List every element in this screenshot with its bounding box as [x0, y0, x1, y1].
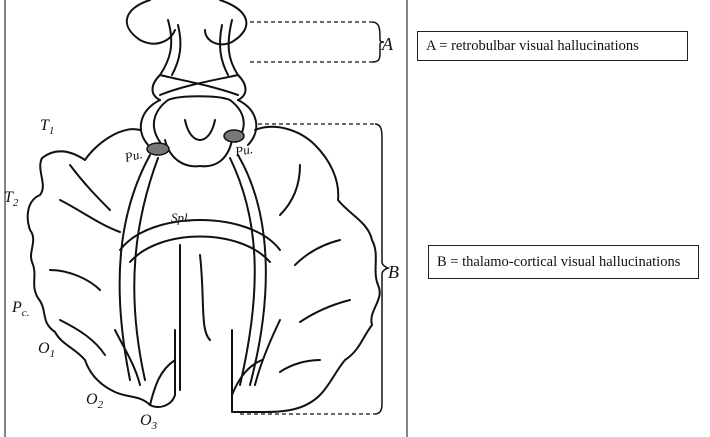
label-o3: O3: [140, 412, 158, 432]
optic-radiation-left-2: [133, 157, 159, 381]
label-o2: O2: [86, 391, 104, 411]
sulcus-right-4: [279, 359, 321, 373]
label-o1-main: O: [38, 340, 50, 357]
sulcus-right-3: [299, 299, 351, 323]
midbrain-notch: [184, 119, 216, 141]
legend-box-b: B = thalamo-cortical visual hallucinatio…: [428, 245, 699, 279]
label-pc-main: P: [11, 299, 22, 316]
right-globe: [204, 0, 248, 46]
label-t1-main: T: [40, 117, 50, 134]
label-splenium: Spl.: [171, 210, 191, 225]
label-t2-sub: 2: [13, 197, 19, 209]
optic-radiation-right-1: [237, 154, 267, 386]
splenium-outer: [119, 219, 281, 251]
optic-nerve-left-outer: [159, 19, 173, 76]
optic-tract-left-inner: [152, 99, 169, 143]
optic-tract-right: [237, 99, 258, 146]
tract-top-loop: [167, 95, 231, 101]
label-o1-sub: 1: [50, 348, 56, 360]
sulcus-right-1: [279, 164, 301, 216]
chiasm-right: [237, 74, 247, 101]
pulvinar-right-shape: [223, 129, 245, 143]
label-b: B: [388, 262, 399, 282]
sulcus-right-2: [294, 239, 341, 266]
occipital-left-lobe: [149, 359, 176, 406]
optic-tract-left: [139, 99, 161, 146]
label-o1: O1: [38, 340, 55, 360]
chiasm-cross-b: [159, 74, 239, 96]
optic-radiation-left-1: [118, 154, 151, 381]
central-fissure-right: [199, 254, 211, 341]
left-globe: [125, 0, 176, 45]
optic-radiation-right-3: [254, 319, 281, 386]
occipital-right-lobe: [231, 359, 263, 396]
right-hemisphere-outline: [231, 125, 381, 413]
sulcus-left-1: [59, 199, 121, 233]
midbrain: [164, 139, 233, 168]
sulcus-left-3: [69, 164, 111, 211]
left-hemisphere-outline: [26, 128, 176, 408]
label-pulvinar-right: Pu.: [233, 141, 254, 159]
label-pulvinar-left: Pu.: [122, 146, 144, 165]
label-o3-sub: 3: [151, 420, 158, 432]
bracket-b-brace: [374, 123, 391, 415]
optic-radiation-left-3: [114, 329, 141, 386]
bracket-a-brace: [371, 21, 385, 63]
label-pc: Pc.: [11, 299, 29, 319]
label-pc-sub: c.: [22, 307, 30, 319]
label-t1-sub: 1: [49, 125, 55, 137]
optic-nerve-right-outer: [227, 19, 239, 76]
sulcus-left-4: [59, 319, 106, 356]
label-o3-main: O: [140, 412, 152, 429]
legend-box-a: A = retrobulbar visual hallucinations: [417, 31, 688, 61]
optic-nerve-left-inner: [171, 24, 182, 76]
label-t2: T2: [4, 189, 19, 209]
label-o2-main: O: [86, 391, 98, 408]
label-o2-sub: 2: [98, 399, 104, 411]
optic-nerve-right-inner: [219, 24, 229, 76]
sulcus-left-2: [49, 269, 101, 291]
label-t2-main: T: [4, 189, 14, 206]
label-t1: T1: [40, 117, 54, 137]
splenium-inner: [129, 235, 271, 263]
label-a: A: [381, 34, 394, 54]
pulvinar-left-shape: [146, 142, 170, 156]
chiasm-left: [151, 74, 161, 101]
optic-radiation-right-2: [229, 157, 256, 386]
